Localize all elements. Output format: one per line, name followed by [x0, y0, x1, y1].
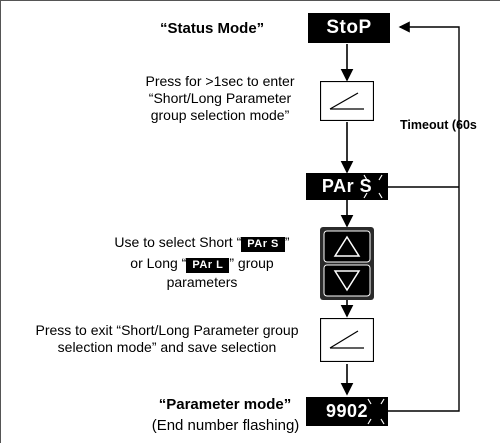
down-button[interactable] — [323, 264, 371, 297]
step1-line3: group selection mode” — [150, 107, 290, 123]
enter-key-icon — [319, 317, 375, 363]
step2-text: Use to select Short “PAr S” or Long “PAr… — [85, 234, 319, 291]
pars-display-value: PAr S — [321, 176, 373, 196]
down-arrow-icon — [333, 270, 361, 292]
parameter-mode-label: “Parameter mode” — [158, 396, 292, 413]
short-param-badge: PAr S — [241, 237, 285, 252]
enter-key-icon — [319, 80, 375, 122]
step2-line2-prefix: or Long “ — [130, 255, 187, 271]
step2-line1-prefix: Use to select Short “ — [114, 234, 242, 250]
step1-line1: Press for >1sec to enter — [145, 73, 295, 89]
step2-line2-suffix: ” group — [229, 255, 274, 271]
step1-line2: “Short/Long Parameter — [148, 90, 292, 106]
step3-line1: Press to exit “Short/Long Parameter grou… — [35, 322, 299, 338]
status-display: StoP — [308, 13, 390, 43]
long-param-badge: PAr L — [186, 258, 230, 273]
parameter-display-value: 9902 — [325, 401, 369, 421]
step3-line2: selection mode” and save selection — [57, 339, 277, 355]
timeout-label: Timeout (60s — [400, 118, 477, 132]
up-button[interactable] — [323, 230, 371, 263]
step2-line3: parameters — [166, 274, 238, 290]
step1-text: Press for >1sec to enter “Short/Long Par… — [135, 73, 305, 124]
status-display-value: StoP — [326, 17, 372, 38]
enter-button[interactable] — [319, 80, 375, 122]
step3-text: Press to exit “Short/Long Parameter grou… — [18, 322, 316, 356]
enter-save-button[interactable] — [319, 317, 375, 363]
up-down-button-group — [320, 227, 374, 300]
parameter-mode-sublabel: (End number flashing) — [151, 417, 300, 434]
parameter-display: 9902 — [306, 397, 388, 426]
timeout-loop-line — [388, 21, 460, 412]
pars-display: PAr S — [306, 173, 388, 200]
status-mode-label: “Status Mode” — [160, 20, 265, 37]
up-arrow-icon — [333, 235, 361, 257]
step2-line1-suffix: ” — [284, 234, 290, 250]
